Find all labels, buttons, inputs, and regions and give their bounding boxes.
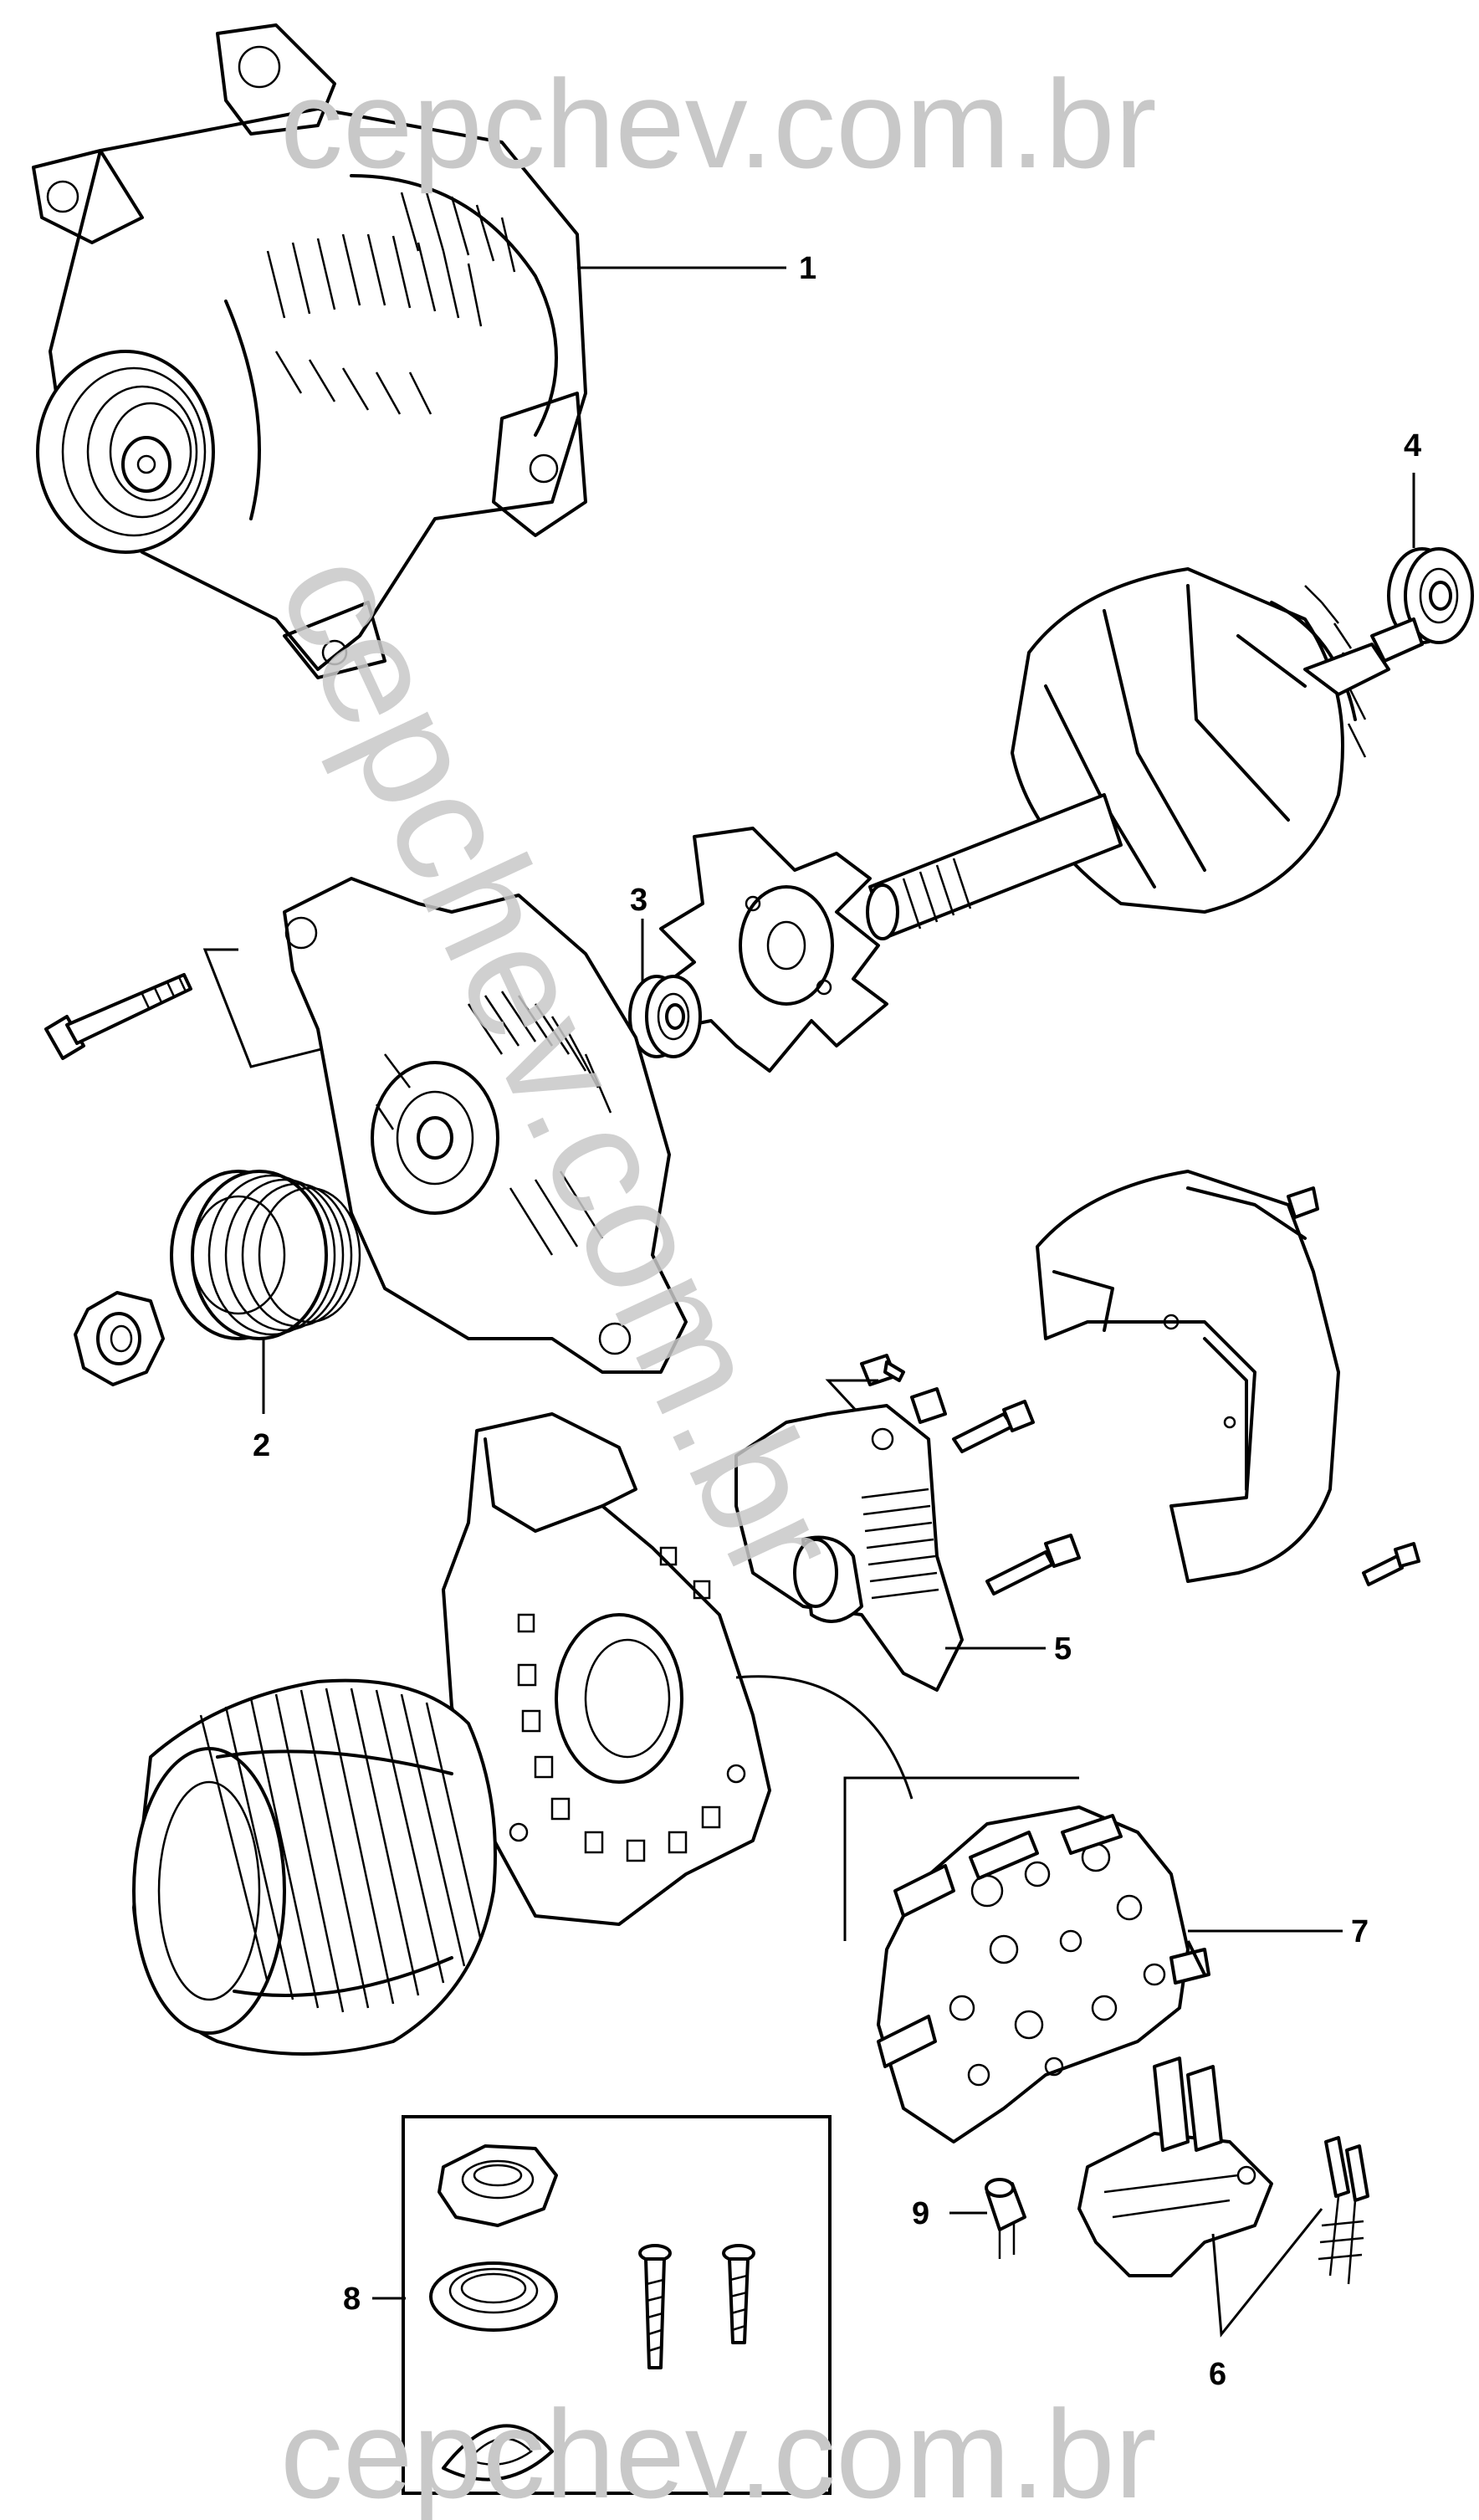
hardware-kit (402, 2115, 832, 2495)
bracket-line (843, 1776, 1079, 1941)
screw-small-2 (952, 1400, 1035, 1453)
callout-4: 4 (1404, 428, 1421, 464)
screw-small-1 (860, 1354, 905, 1386)
kit-nut (438, 2144, 558, 2227)
screw-small-3 (985, 1534, 1081, 1595)
kit-spring-washer (442, 2424, 554, 2482)
bearing-front (628, 975, 702, 1058)
drive-end-housing (283, 877, 688, 1374)
through-bolt (44, 973, 192, 1060)
voltage-regulator (734, 1387, 964, 1692)
rear-cover (1036, 1170, 1340, 1583)
cooling-fan (659, 827, 888, 1073)
callout-3: 3 (630, 883, 647, 918)
kit-screw-1 (638, 2244, 672, 2369)
leader-6 (1211, 2208, 1323, 2338)
callout-2: 2 (253, 1428, 270, 1463)
capacitor (985, 2178, 1026, 2259)
callout-8: 8 (343, 2282, 361, 2317)
screw-small-4 (1362, 1542, 1420, 1586)
brush-holder (1077, 2056, 1273, 2277)
brush-set (1318, 2136, 1369, 2285)
slip-ring-housing (442, 1412, 771, 1926)
bearing-rear (1387, 547, 1474, 644)
pulley (170, 1170, 361, 1340)
callout-5: 5 (1054, 1631, 1072, 1667)
bolt-leader (202, 948, 335, 1068)
alternator-assembly (32, 23, 587, 679)
callout-9: 9 (912, 2196, 929, 2231)
callout-1: 1 (799, 251, 816, 286)
pulley-nut (74, 1291, 165, 1386)
kit-screw-2 (722, 2244, 755, 2344)
callout-6: 6 (1209, 2357, 1226, 2392)
stator-wire (735, 1675, 914, 1800)
callout-7: 7 (1351, 1914, 1369, 1949)
kit-washer (429, 2261, 558, 2332)
watermark-top: cepchev.com.br (280, 54, 1157, 194)
stator (132, 1678, 497, 2056)
rotor-assembly (866, 567, 1424, 940)
watermark-bottom: cepchev.com.br (280, 2384, 1157, 2520)
rectifier-bridge (877, 1805, 1210, 2144)
